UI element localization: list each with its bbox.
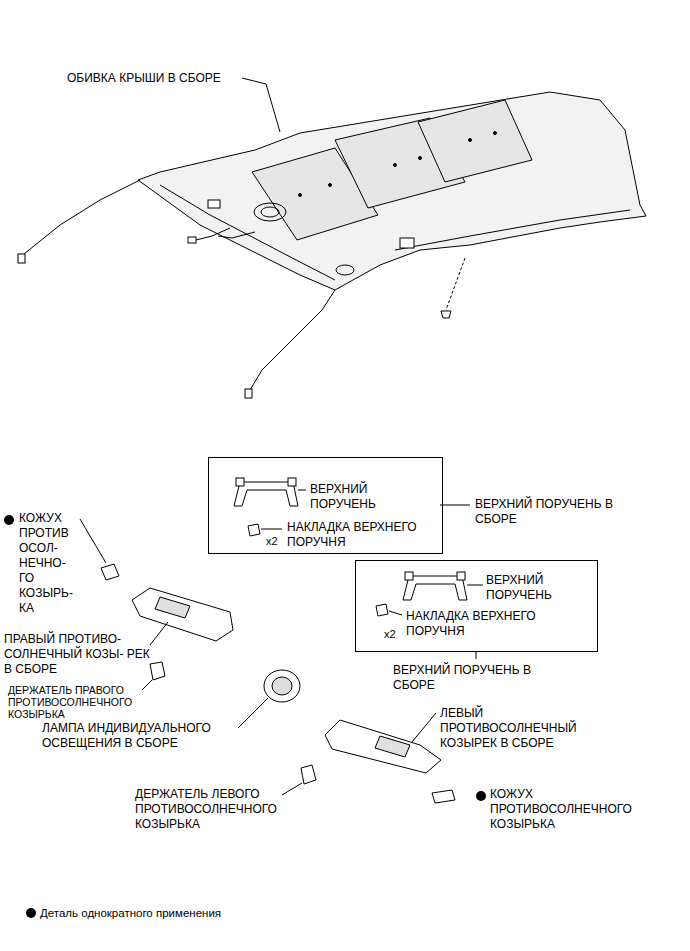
part-name: НАКЛАДКА ВЕРХНЕГО ПОРУЧНЯ bbox=[406, 609, 556, 639]
part-label: ОБИВКА КРЫШИ В СБОРЕ bbox=[67, 71, 221, 86]
headliner-drawing bbox=[18, 92, 646, 398]
part-name: ВЕРХНИЙ ПОРУЧЕНЬ bbox=[310, 482, 395, 512]
part-label: ДЕРЖАТЕЛЬ ЛЕВОГО ПРОТИВОСОЛНЕЧНОГО КОЗЫР… bbox=[135, 787, 300, 832]
part-label: КОЖУХ ПРОТИВОСОЛНЕЧНОГО КОЗЫРЬКА bbox=[490, 787, 640, 832]
part-name: НАКЛАДКА ВЕРХНЕГО ПОРУЧНЯ bbox=[287, 520, 437, 550]
quantity-mark: x2 bbox=[384, 627, 396, 642]
assist-grip-drawing bbox=[234, 478, 483, 616]
part-label: ВЕРХНИЙ ПОРУЧЕНЬ В СБОРЕ bbox=[393, 663, 563, 693]
group-box: ВЕРХНИЙ ПОРУЧЕНЬ x2 НАКЛАДКА ВЕРХНЕГО ПОРУ… bbox=[208, 457, 443, 554]
legend-text: Деталь однократного применения bbox=[40, 906, 221, 921]
part-label: ВЕРХНИЙ ПОРУЧЕНЬ В СБОРЕ bbox=[475, 497, 645, 527]
single-use-dot bbox=[4, 515, 486, 918]
part-label: ЛАМПА ИНДИВИДУАЛЬНОГО ОСВЕЩЕНИЯ В СБОРЕ bbox=[42, 721, 242, 751]
part-label: ЛЕВЫЙ ПРОТИВОСОЛНЕЧНЫЙ КОЗЫРЕК В СБОРЕ bbox=[440, 706, 600, 751]
quantity-mark: x2 bbox=[266, 534, 278, 549]
part-name: ВЕРХНИЙ ПОРУЧЕНЬ bbox=[486, 573, 571, 603]
leader-line bbox=[242, 78, 280, 132]
part-label: ПРАВЫЙ ПРОТИВО- СОЛНЕЧНЫЙ КОЗЫ- РЕК В СБ… bbox=[4, 632, 154, 677]
group-box: ВЕРХНИЙ ПОРУЧЕНЬ x2 НАКЛАДКА ВЕРХНЕГО ПОРУ… bbox=[355, 560, 598, 652]
part-label: ДЕРЖАТЕЛЬ ПРАВОГО ПРОТИВОСОЛНЕЧНОГО КОЗЫ… bbox=[8, 684, 148, 720]
part-label: КОЖУХ ПРОТИВ ОСОЛ- НЕЧНО- ГО КОЗЫРЬ- КА bbox=[19, 511, 81, 616]
